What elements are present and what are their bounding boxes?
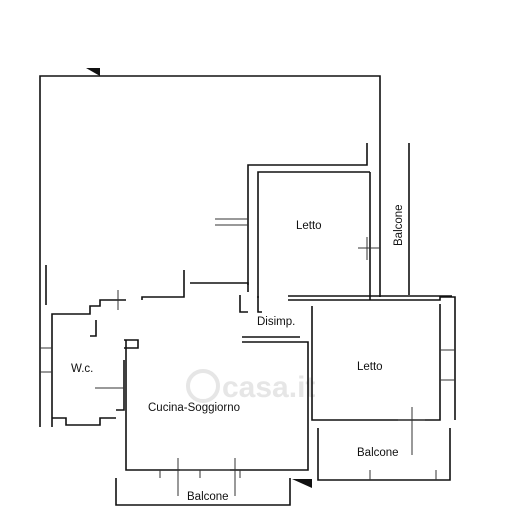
bedroom-top-walls	[215, 143, 380, 300]
room-label-wc: W.c.	[71, 363, 93, 375]
room-label-balcone-bottom: Balcone	[187, 491, 229, 503]
room-label-letto-right: Letto	[357, 361, 383, 373]
room-label-balcone-right: Balcone	[357, 447, 399, 459]
watermark: casa.it	[186, 369, 315, 404]
watermark-text: casa.it	[222, 371, 315, 404]
room-label-balcone-side: Balcone	[393, 204, 405, 246]
room-label-disimpegno: Disimp.	[257, 316, 295, 328]
room-label-letto-top: Letto	[296, 220, 322, 232]
kitchen-living-walls	[125, 336, 309, 496]
corridor-walls	[141, 270, 456, 420]
corner-marker-icon	[292, 479, 312, 488]
wc-walls	[40, 290, 139, 427]
room-label-cucina-soggiorno: Cucina-Soggiorno	[148, 402, 240, 414]
watermark-logo-icon	[186, 369, 220, 403]
bedroom-right-walls	[311, 304, 455, 455]
north-marker-icon	[86, 68, 100, 76]
balcony-walls	[115, 428, 451, 506]
outer-walls	[39, 68, 410, 427]
